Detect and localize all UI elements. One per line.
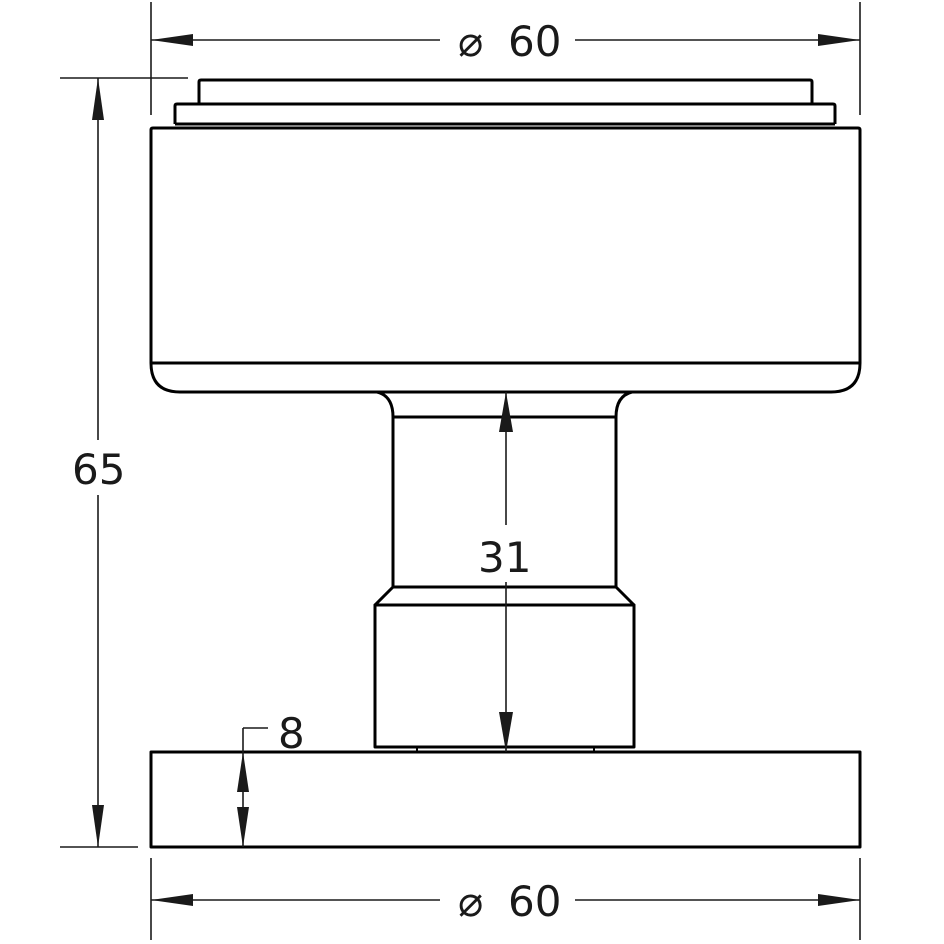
dimension-overall-height: 65: [60, 77, 188, 848]
dimension-stem-height: 31: [478, 392, 531, 752]
dimension-label: 60: [508, 877, 561, 926]
diameter-symbol: ⌀: [458, 877, 483, 926]
lower-stem: [373, 603, 636, 749]
stem-chamfer: [373, 585, 636, 607]
dimension-label: 65: [72, 445, 125, 494]
dimension-base-diameter: ⌀ 60: [150, 858, 861, 940]
knob-body: [149, 126, 862, 394]
dimension-label: 31: [478, 533, 531, 582]
neck-fillet-right: [614, 390, 633, 418]
dimension-top-diameter: ⌀ 60: [150, 2, 861, 115]
dimension-base-thickness: 8: [237, 709, 305, 847]
neck-fillet-left: [376, 390, 395, 418]
second-step: [173, 102, 837, 124]
diameter-symbol: ⌀: [458, 17, 483, 66]
dimension-label: 8: [278, 709, 305, 758]
dimension-label: 60: [508, 17, 561, 66]
rose-base: [149, 750, 862, 849]
top-cap-step: [197, 78, 814, 104]
